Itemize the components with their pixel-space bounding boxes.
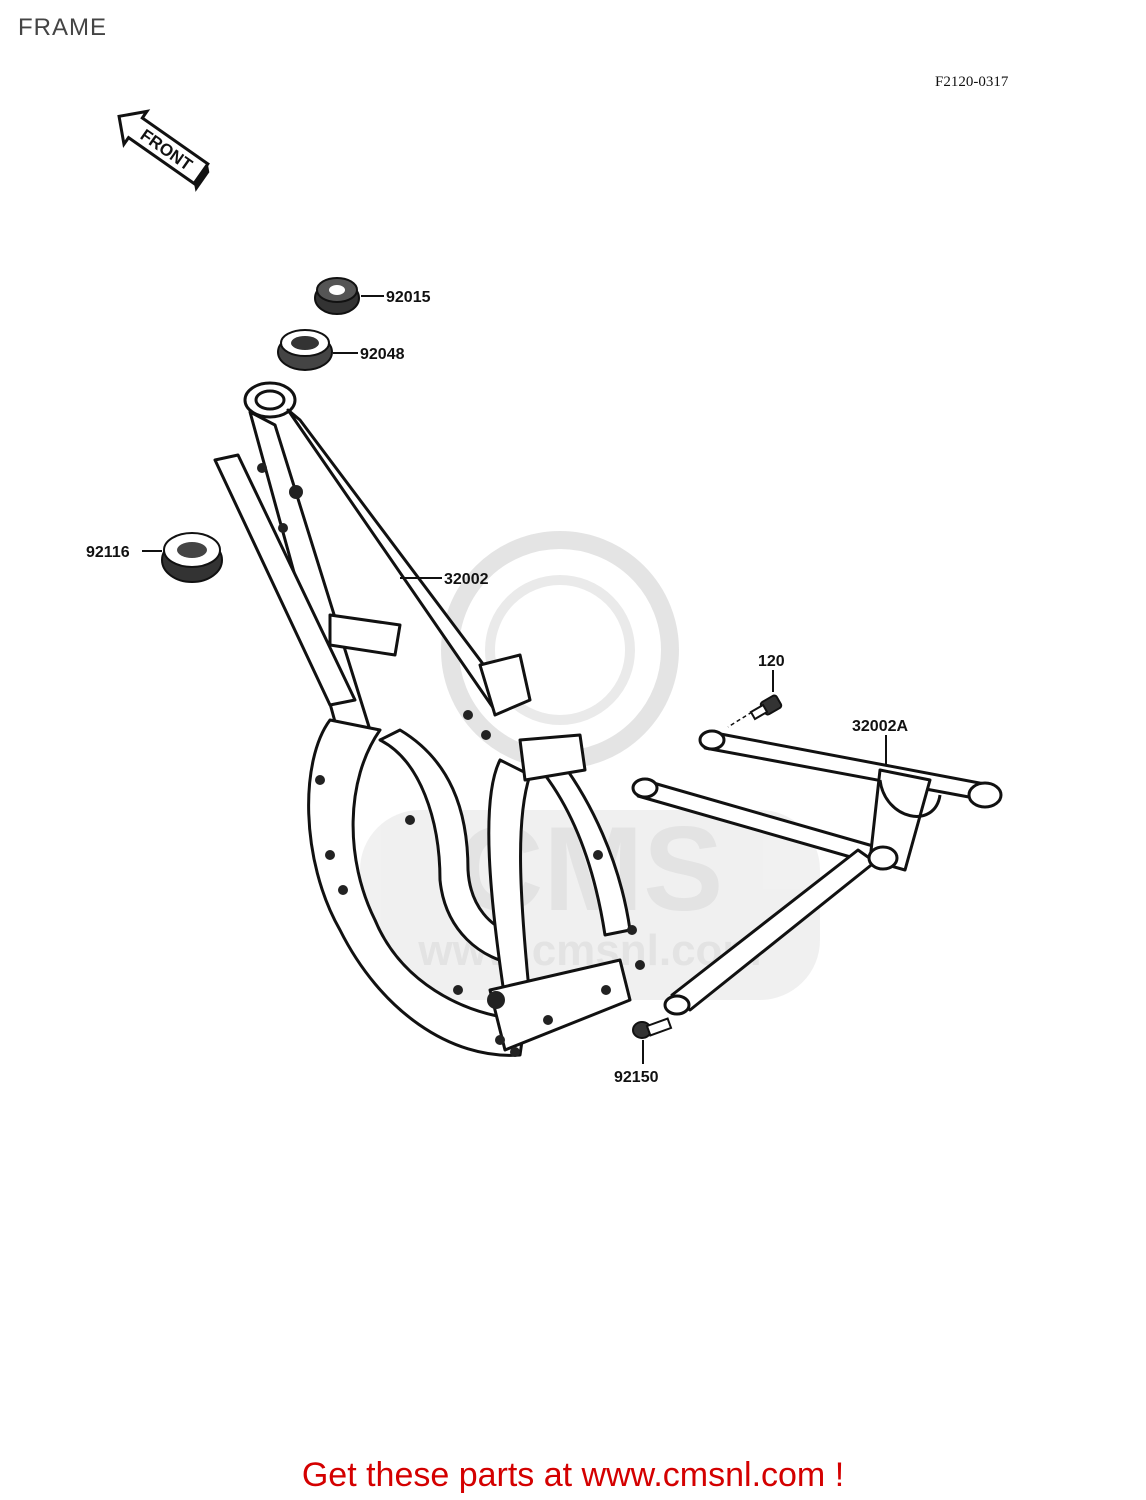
part-label-92015: 92015 (386, 289, 431, 306)
part-label-120: 120 (758, 653, 785, 670)
part-label-92150: 92150 (614, 1069, 659, 1086)
footer-parts-link[interactable]: Get these parts at www.cmsnl.com ! (301, 1456, 845, 1494)
part-label-92048: 92048 (360, 346, 405, 363)
part-label-32002: 32002 (444, 571, 489, 588)
sub-frame (631, 729, 1003, 1016)
frame-bolt-holes (257, 463, 645, 1057)
bearing (161, 532, 223, 583)
steering-seal (277, 329, 333, 371)
part-label-92116: 92116 (86, 544, 130, 561)
bolt-120-icon (749, 694, 783, 721)
part-label-32002A: 32002A (852, 718, 908, 735)
front-arrow-icon: FRONT (117, 109, 210, 192)
steering-stem-nut (314, 277, 360, 315)
main-frame (213, 381, 632, 1057)
page-title: FRAME (18, 14, 107, 41)
bolt-92150-icon (632, 1017, 673, 1039)
diagram-code: F2120-0317 (935, 74, 1009, 90)
